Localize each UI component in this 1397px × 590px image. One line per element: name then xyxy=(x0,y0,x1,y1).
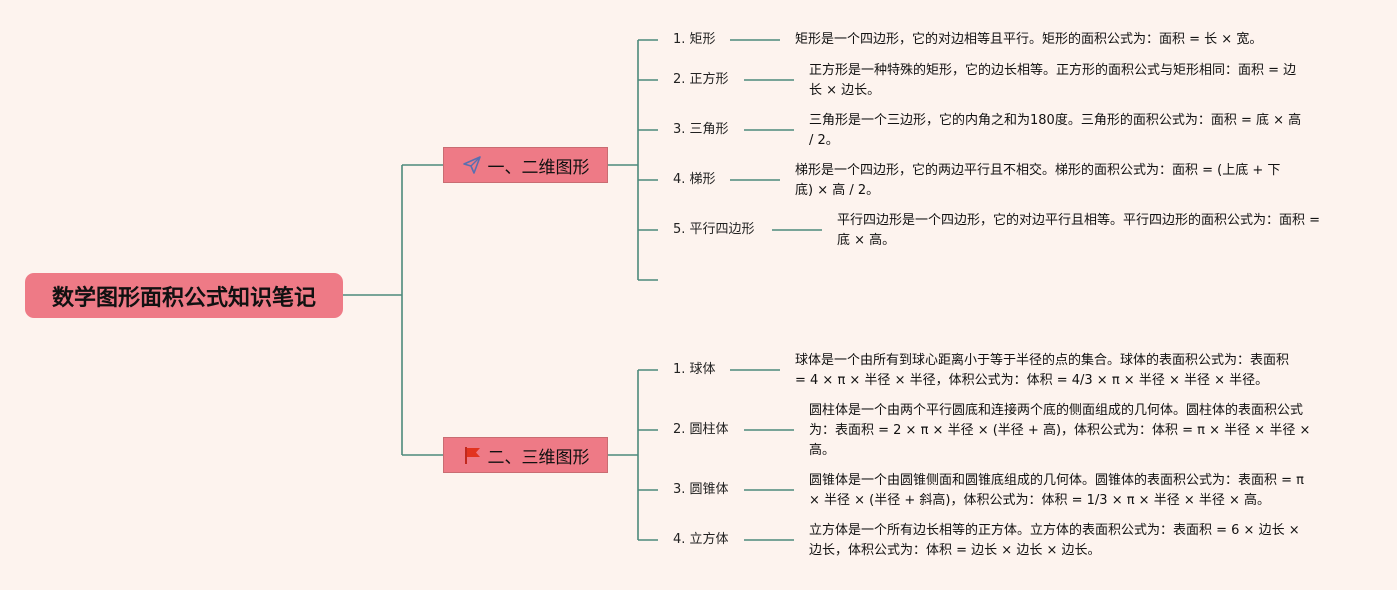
desc-cone: 圆锥体是一个由圆锥侧面和圆锥底组成的几何体。圆锥体的表面积公式为：表面积 = π… xyxy=(809,473,1304,508)
leaf-cube[interactable]: 4. 立方体 xyxy=(673,532,729,547)
connector-branch-1 xyxy=(608,39,658,281)
connector-branch-2 xyxy=(608,369,658,541)
desc-triangle: 三角形是一个三边形，它的内角之和为180度。三角形的面积公式为：面积 = 底 ×… xyxy=(809,113,1302,148)
leaf-cylinder[interactable]: 2. 圆柱体 xyxy=(673,422,729,437)
branch-label: 二、三维图形 xyxy=(487,447,590,468)
desc-cylinder: 圆柱体是一个由两个平行圆底和连接两个底的侧面组成的几何体。圆柱体的表面积公式为：… xyxy=(809,403,1311,458)
root-node[interactable]: 数学图形面积公式知识笔记 xyxy=(25,273,343,318)
desc-sphere: 球体是一个由所有到球心距离小于等于半径的点的集合。球体的表面积公式为：表面积 =… xyxy=(795,353,1290,388)
leaf-triangle[interactable]: 3. 三角形 xyxy=(673,122,729,137)
desc-rectangle: 矩形是一个四边形，它的对边相等且平行。矩形的面积公式为：面积 = 长 × 宽。 xyxy=(795,32,1263,47)
leaf-trapezoid[interactable]: 4. 梯形 xyxy=(673,172,716,187)
desc-cube: 立方体是一个所有边长相等的正方体。立方体的表面积公式为：表面积 = 6 × 边长… xyxy=(809,523,1300,558)
root-title: 数学图形面积公式知识笔记 xyxy=(51,285,316,311)
desc-parallelogram: 平行四边形是一个四边形，它的对边平行且相等。平行四边形的面积公式为：面积 = 底… xyxy=(837,213,1321,248)
branch-node-2d[interactable]: 一、二维图形 xyxy=(443,147,608,183)
leaf-cone[interactable]: 3. 圆锥体 xyxy=(673,482,729,497)
leaf-rectangle[interactable]: 1. 矩形 xyxy=(673,32,716,47)
branch-node-3d[interactable]: 二、三维图形 xyxy=(443,437,608,473)
red-flag-icon xyxy=(462,445,482,465)
paper-plane-icon xyxy=(462,155,482,175)
leaf-sphere[interactable]: 1. 球体 xyxy=(673,362,716,377)
desc-trapezoid: 梯形是一个四边形，它的两边平行且不相交。梯形的面积公式为：面积 = (上底 + … xyxy=(795,163,1281,198)
leaf-parallelogram[interactable]: 5. 平行四边形 xyxy=(673,222,755,237)
leaf-square[interactable]: 2. 正方形 xyxy=(673,72,729,87)
branch-label: 一、二维图形 xyxy=(487,157,590,178)
connector-root xyxy=(343,164,443,456)
desc-square: 正方形是一种特殊的矩形，它的边长相等。正方形的面积公式与矩形相同：面积 = 边长… xyxy=(809,63,1297,98)
